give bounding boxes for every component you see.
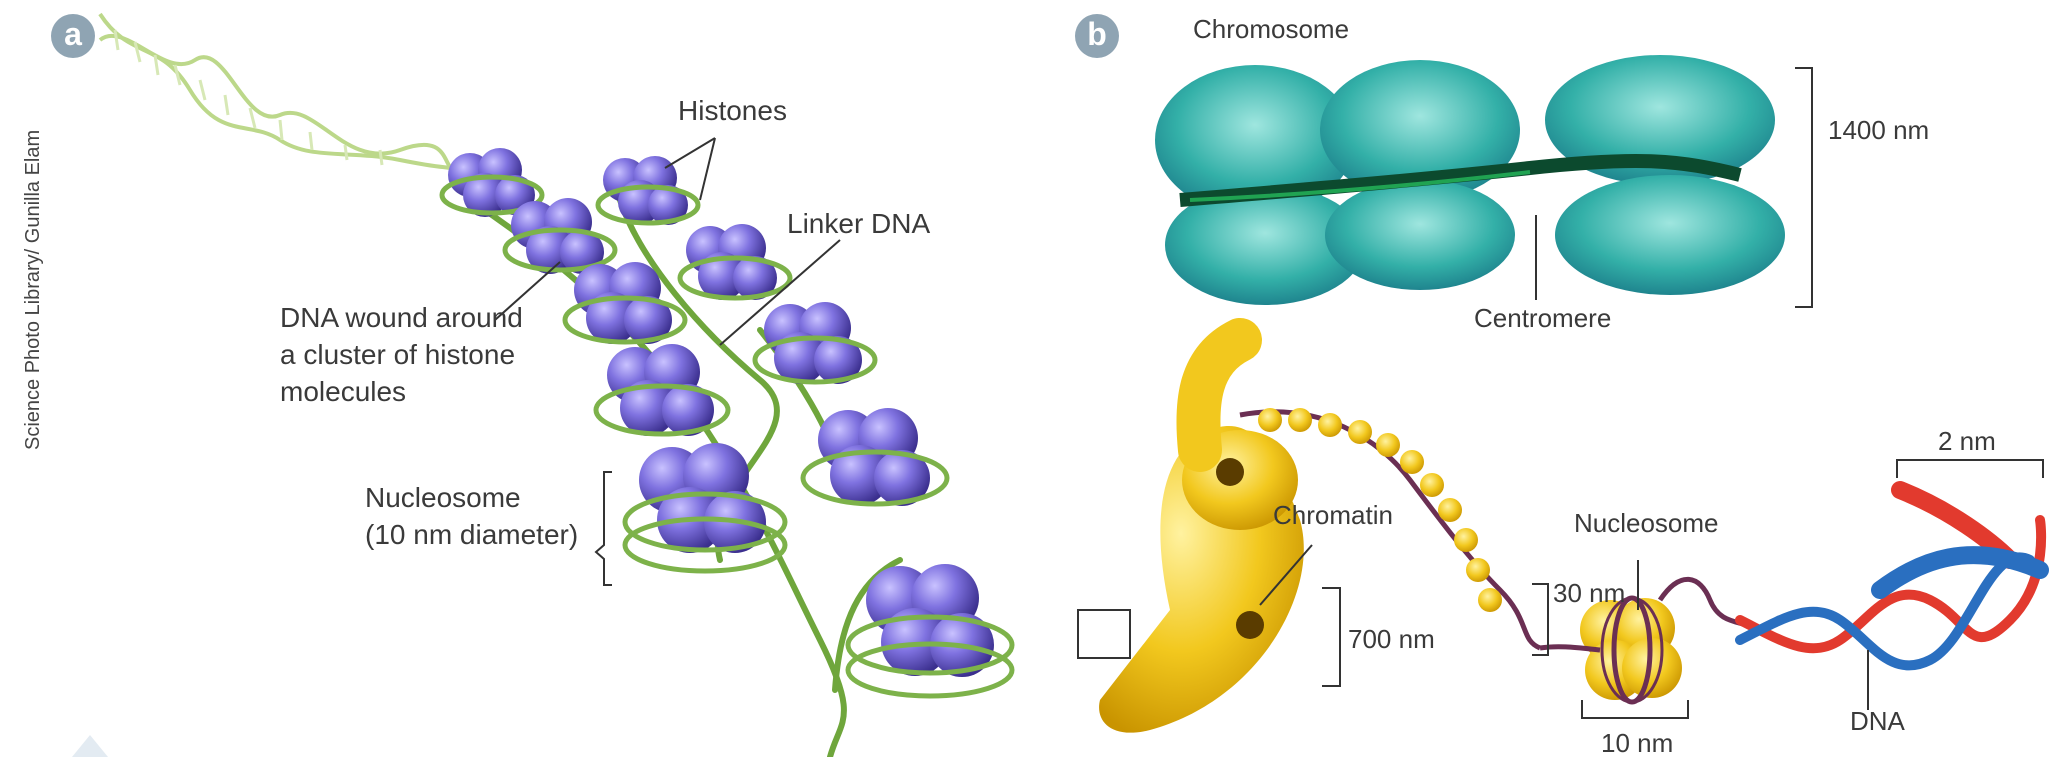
nucleosome-cluster-9 <box>622 443 788 574</box>
label-2-nm: 2 nm <box>1938 426 1996 456</box>
label-histones: Histones <box>678 95 787 126</box>
nucleosome-cluster-2 <box>595 156 701 226</box>
nucleosome-cluster-3 <box>502 198 618 274</box>
nucleosome-cluster-4 <box>677 224 793 301</box>
label-dna-wound-line-1: DNA wound around <box>280 302 523 333</box>
label-chromosome: Chromosome <box>1193 14 1350 44</box>
label-dna: DNA <box>1850 706 1905 736</box>
chromosome-shape <box>1155 55 1785 305</box>
chromatin-fibre <box>1099 318 1542 733</box>
label-700-nm: 700 nm <box>1348 624 1435 654</box>
label-linker-dna: Linker DNA <box>787 208 931 239</box>
label-chromatin: Chromatin <box>1273 500 1393 530</box>
label-10-nm: 10 nm <box>1601 728 1674 758</box>
decorative-triangle <box>72 735 108 757</box>
nucleosome-cluster-5 <box>562 262 688 345</box>
nucleosome-cluster-1 <box>439 148 545 217</box>
label-centromere: Centromere <box>1474 303 1612 333</box>
label-dna-wound-line-2: a cluster of histone <box>280 338 516 370</box>
dna-double-helix <box>1735 481 2049 671</box>
label-nucleosome-b: Nucleosome <box>1574 508 1719 538</box>
panel-b-illustration <box>1077 55 2049 733</box>
panel-a-illustration <box>72 12 1015 757</box>
label-nucleosome-a: Nucleosome (10 nm diameter) <box>365 480 578 554</box>
nucleosome-cluster-10 <box>845 564 1015 699</box>
nucleosome-cluster-7 <box>593 344 731 437</box>
label-nucleosome-a-line-2: (10 nm diameter) <box>365 518 579 550</box>
panel-b-badge: b <box>1075 14 1119 58</box>
label-1400-nm: 1400 nm <box>1828 115 1930 145</box>
inset-box <box>1077 609 1131 659</box>
label-dna-wound: DNA wound around a cluster of histone mo… <box>280 300 523 411</box>
panel-a-badge: a <box>51 14 95 58</box>
photo-credit: Science Photo Library/ Gunilla Elam <box>22 129 44 450</box>
label-dna-wound-line-3: molecules <box>280 375 407 407</box>
coiled-fibre-beads <box>1258 408 1502 612</box>
nucleosome-cluster-6 <box>752 302 878 385</box>
panel-a-leader-lines <box>494 137 841 586</box>
nucleosome-cluster-8 <box>800 408 950 507</box>
panel-b-markers <box>1259 459 2044 719</box>
label-30-nm: 30 nm <box>1553 578 1626 608</box>
dna-double-helix-light <box>98 12 461 175</box>
label-nucleosome-a-line-1: Nucleosome <box>365 482 521 513</box>
chromosome-markers <box>1535 67 1813 308</box>
